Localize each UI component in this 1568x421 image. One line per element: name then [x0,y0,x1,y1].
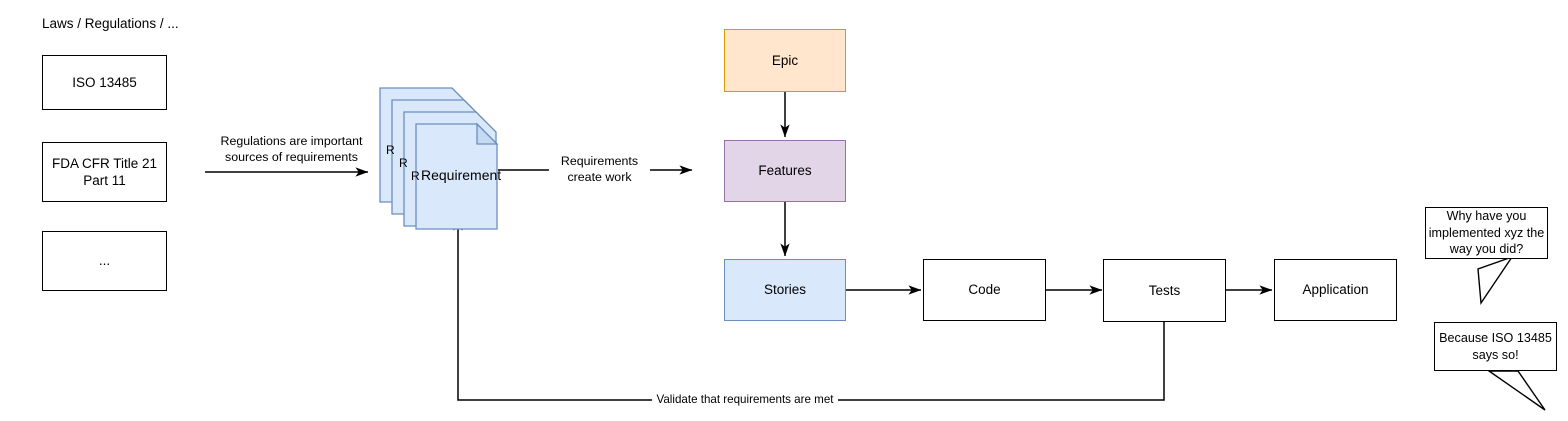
edge-label-requirements-create-work: Requirements create work [549,153,650,186]
requirement-stack-front-label: Requirement [421,167,502,183]
regulation-box-ellipsis[interactable]: ... [42,231,167,291]
pipeline-box-tests[interactable]: Tests [1103,259,1226,322]
requirement-stack-back-label-1: R [386,143,395,157]
edge-label-validate-feedback: Validate that requirements are met [652,392,838,408]
edge-label-regulations-to-requirements: Regulations are important sources of req… [211,133,372,166]
requirement-stack-back-label-3: R [411,169,420,183]
work-item-epic[interactable]: Epic [724,29,846,92]
speech-bubble-question[interactable]: Why have you implemented xyz the way you… [1425,207,1548,259]
speech-bubble-answer-text: Because ISO 13485 says so! [1439,330,1552,362]
bubble-tail-question [1477,255,1514,306]
pipeline-box-code[interactable]: Code [923,259,1046,321]
requirement-document-stack[interactable]: R R R Requirement [378,86,503,231]
speech-bubble-answer[interactable]: Because ISO 13485 says so! [1434,322,1557,371]
speech-bubble-question-text: Why have you implemented xyz the way you… [1428,209,1545,257]
work-item-stories[interactable]: Stories [724,259,846,321]
bubble-tail-answer [1486,370,1546,411]
regulation-box-iso-13485[interactable]: ISO 13485 [42,55,167,110]
regulation-box-fda-cfr[interactable]: FDA CFR Title 21 Part 11 [42,142,167,202]
pipeline-box-application[interactable]: Application [1274,259,1397,321]
laws-regulations-title: Laws / Regulations / ... [42,16,179,31]
work-item-features[interactable]: Features [724,140,846,202]
requirement-stack-back-label-2: R [399,156,408,170]
